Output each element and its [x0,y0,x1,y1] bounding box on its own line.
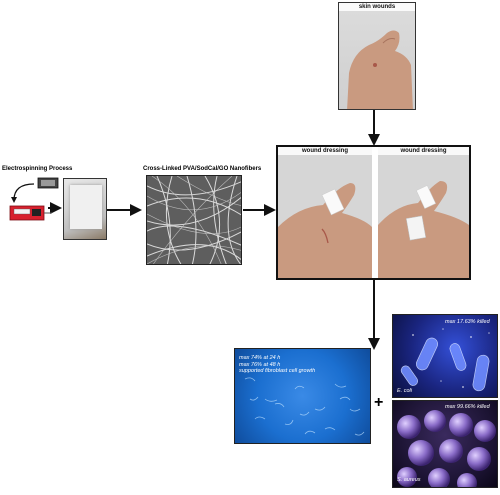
plus-sign: + [374,394,384,411]
electrospinning-setup [4,176,62,228]
saureus-kill-text: max 99.66% killed [445,404,490,410]
skin-wounds-label: skin wounds [339,3,415,11]
wound-dressing-panel: wound dressing wound dressing [276,145,471,280]
skin-wounds-photo: skin wounds [338,2,416,110]
dressing-right-label: wound dressing [378,147,469,155]
saureus-image: max 99.66% killed S. aureus [392,400,498,488]
cell-result-48h: max 76% at 48 h [239,361,281,368]
ecoli-name: E. coli [397,388,412,394]
dressing-left-label: wound dressing [278,147,372,155]
cell-result-growth: supported fibroblast cell growth [239,368,316,374]
nanofiber-mat-photo [63,178,107,240]
dressing-left-photo: wound dressing [278,147,372,278]
ecoli-kill-text: max 17.63% killed [445,319,490,325]
fibroblast-cell-image: max 74% at 24 h max 76% at 48 h supporte… [234,348,371,444]
cell-results-text: max 74% at 24 h max 76% at 48 h supporte… [239,355,315,375]
dressing-right-photo: wound dressing [378,147,469,278]
saureus-name: S. aureus [397,477,421,483]
sem-nanofibers-image [146,175,242,265]
panel-divider [372,147,378,278]
electrospinning-title: Electrospinning Process [2,166,73,172]
nanofibers-title: Cross-Linked PVA/SodCal/GO Nanofibers [143,166,262,172]
ecoli-image: max 17.63% killed E. coli [392,314,498,398]
cell-result-24h: max 74% at 24 h [239,355,281,361]
